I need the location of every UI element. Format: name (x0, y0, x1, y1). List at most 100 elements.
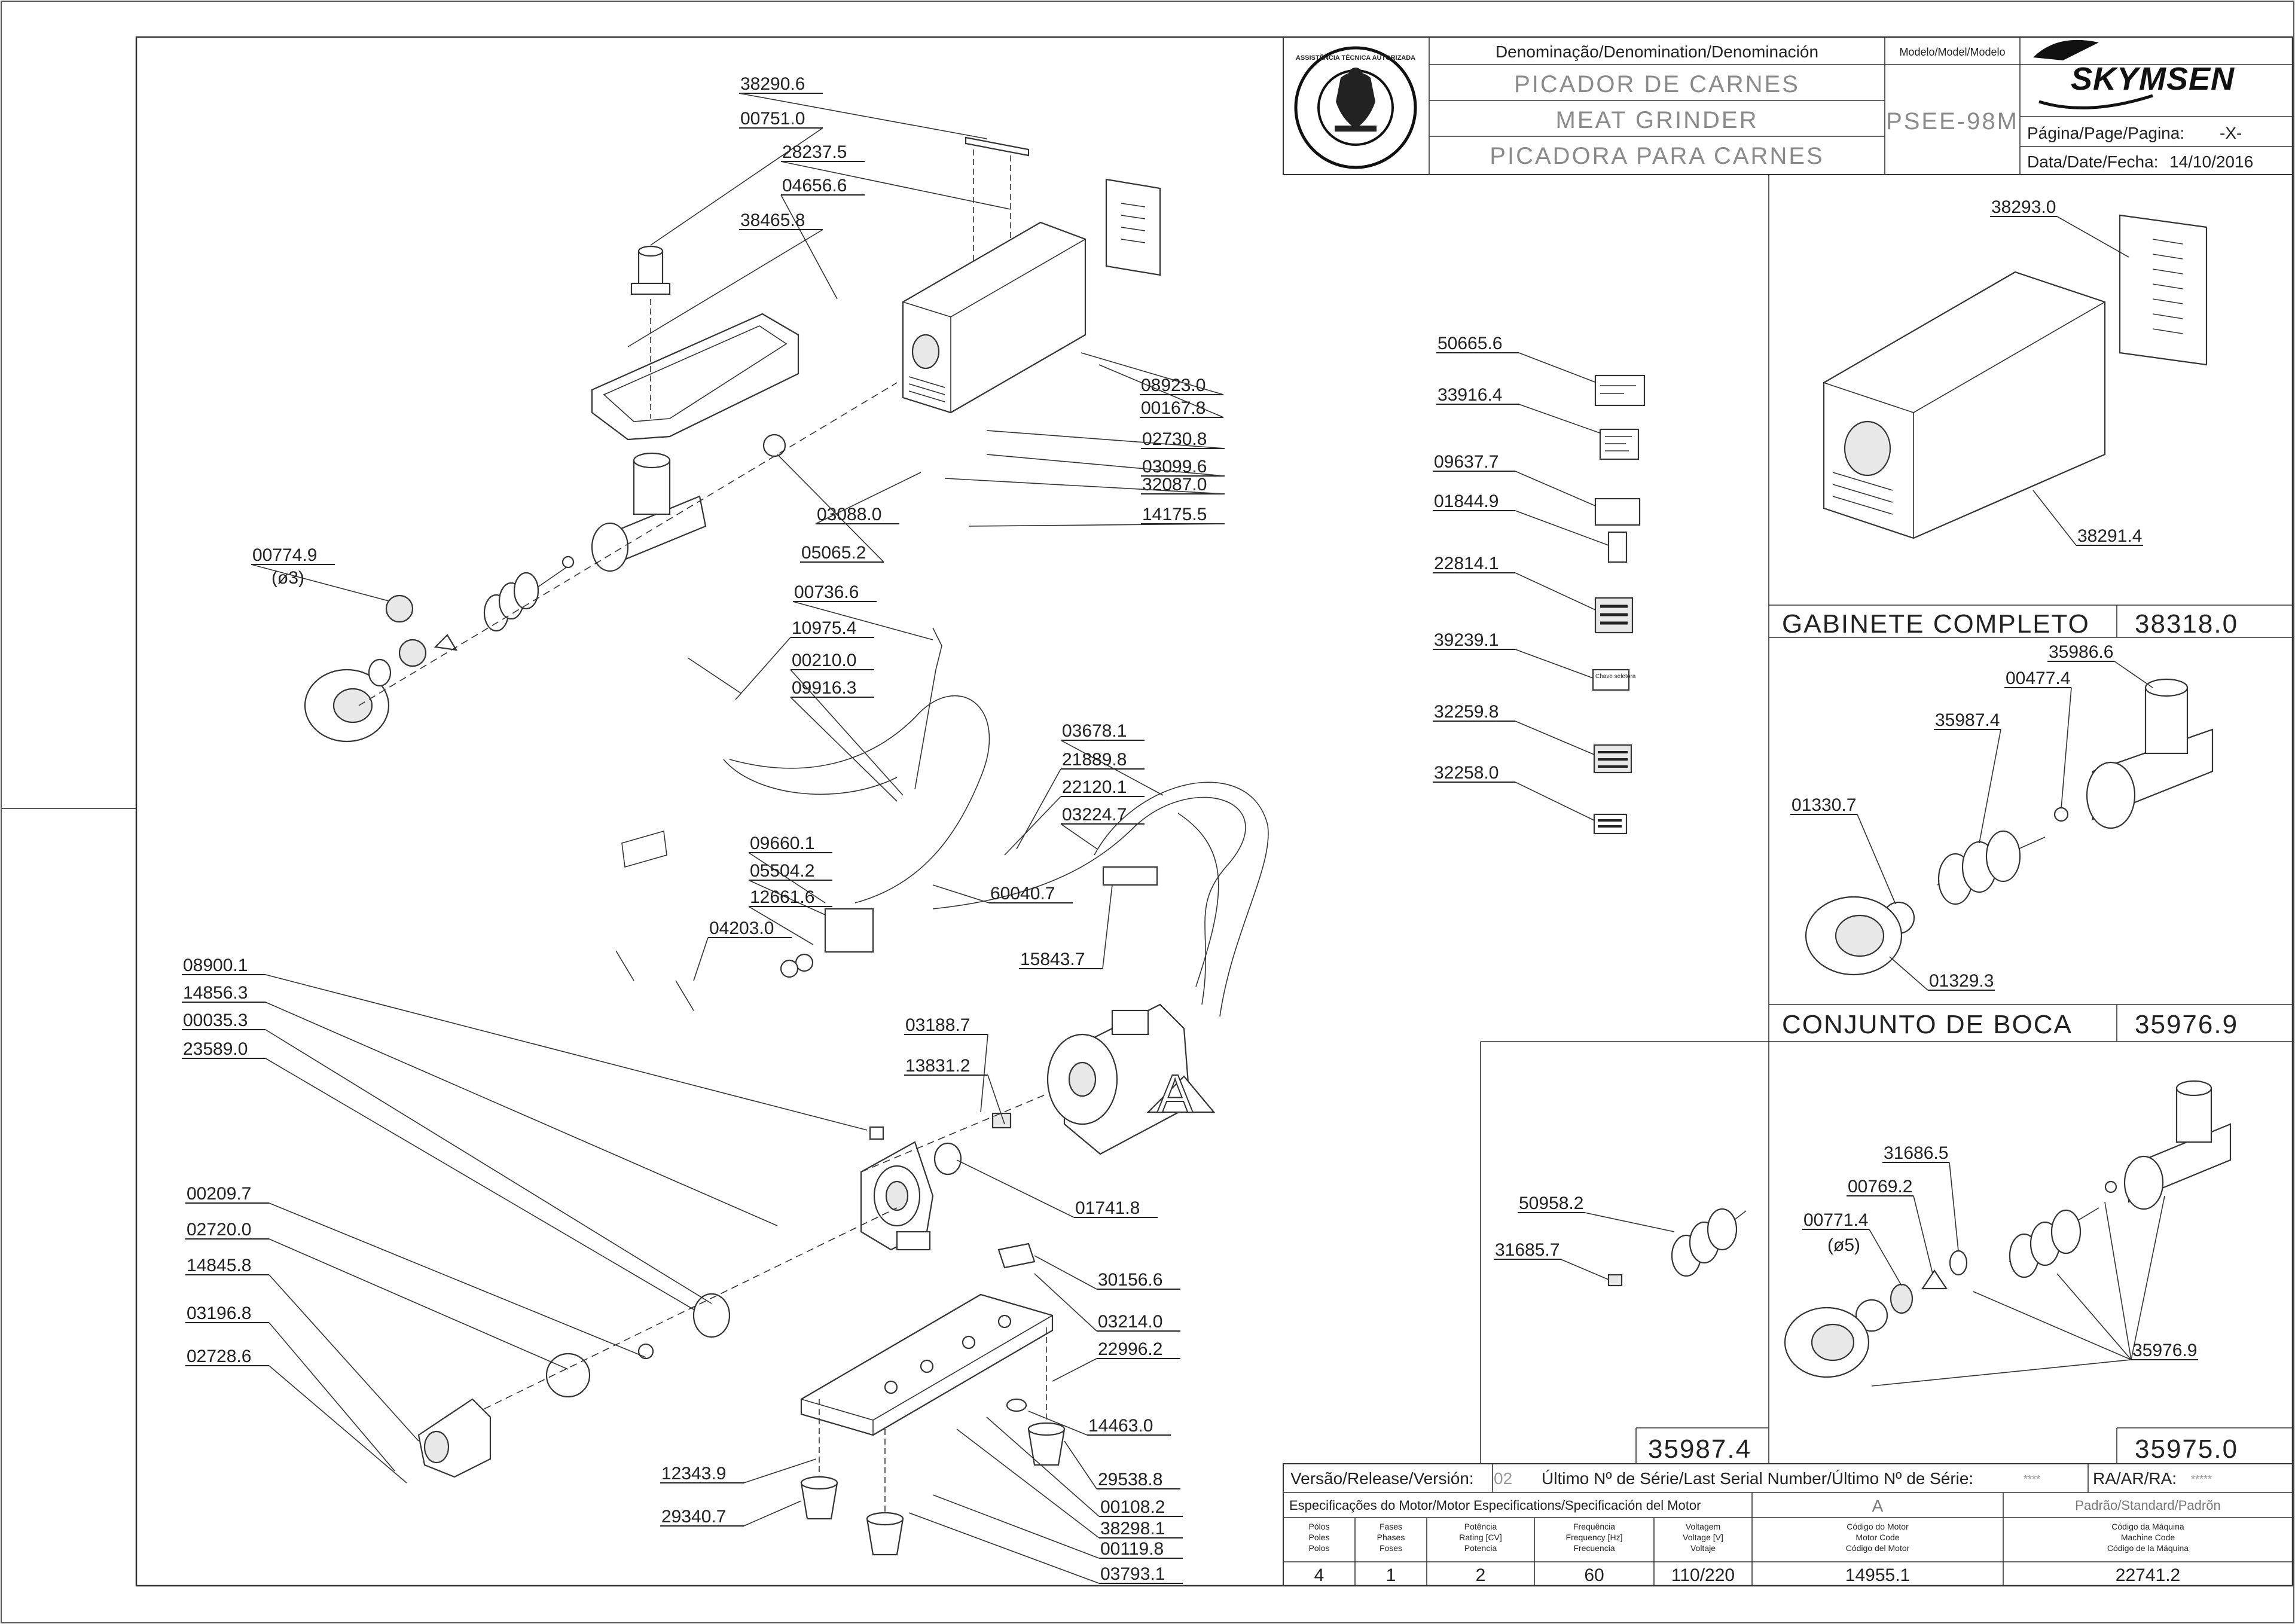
sticker-text: Chave seletora (1595, 673, 1636, 680)
leader-line (815, 472, 921, 524)
motor-spec-label: Especificações do Motor/Motor Especifica… (1289, 1498, 1701, 1513)
leader-line (627, 229, 823, 347)
leader-line (1004, 796, 1061, 856)
header-cell: Pólos (1308, 1522, 1329, 1531)
sticker-icon (1594, 497, 1641, 526)
header-phases: Fases Phases Foses (1377, 1522, 1405, 1553)
part-label: 03224.7 (1062, 805, 1127, 825)
value-machine-code: 22741.2 (2116, 1565, 2180, 1585)
cabinet-drawing (1823, 214, 2208, 539)
leader-line (650, 127, 823, 246)
part-label: 31686.5 (1884, 1143, 1948, 1163)
part-label: 38293.0 (1991, 197, 2056, 217)
part-label: 29538.8 (1098, 1470, 1162, 1489)
part-label: 14845.8 (187, 1256, 251, 1275)
value-phases: 1 (1386, 1565, 1396, 1585)
technical-assistance-seal: ASSISTÊNCIA TÉCNICA AUTORIZADA (1294, 46, 1417, 169)
part-label: 05504.2 (750, 861, 814, 881)
leader-line (743, 1458, 817, 1483)
mouth-title: CONJUNTO DE BOCA (1782, 1010, 2073, 1039)
part-label: (ø3) (271, 568, 304, 588)
part-label: 12661.6 (750, 887, 814, 907)
part-label: 22120.1 (1062, 777, 1127, 797)
leader-line (986, 1417, 1100, 1517)
leader-line (265, 1029, 712, 1304)
screw-panel: 50958.2 31685.7 35987.4 (1494, 1193, 1750, 1464)
screw-drawing (1607, 1208, 1747, 1287)
serial-value: **** (2024, 1473, 2040, 1485)
part-label: 04656.6 (782, 176, 847, 196)
footer-table: Versão/Release/Versión: 02 Último Nº de … (1283, 1463, 2293, 1586)
leader-line (265, 1002, 778, 1226)
part-label: 03088.0 (817, 505, 881, 524)
part-label: 09660.1 (750, 834, 814, 853)
gearbox (860, 1112, 1012, 1251)
drawing-frame (135, 36, 2294, 1587)
top-plate (965, 136, 1030, 157)
full-mouth-code: 35975.0 (2135, 1434, 2238, 1464)
serial-label: Último Nº de Série/Last Serial Number/Úl… (1542, 1469, 1973, 1488)
header-frequency: Frequência Frequency [Hz] Frecuencia (1566, 1522, 1623, 1553)
leader-line (735, 637, 791, 700)
part-label: 35987.4 (1935, 710, 2000, 730)
cabinet-panel: 38293.0 38291.4 GABINETE COMPLETO 38318.… (1782, 197, 2238, 639)
leader-line (743, 1500, 802, 1527)
part-label: 35986.6 (2049, 642, 2113, 662)
cabinet-code: 38318.0 (2135, 609, 2238, 639)
date-label: Data/Date/Fecha: (2027, 152, 2158, 171)
sticker-icon (1592, 668, 1630, 691)
header-cell: Código de la Máquina (2107, 1543, 2189, 1553)
model-value: PSEE-98M (1886, 108, 2019, 135)
part-label: 38290.6 (740, 74, 805, 94)
motor-col-label: A (1872, 1497, 1884, 1515)
title-block: ASSISTÊNCIA TÉCNICA AUTORIZADA Denominaç… (1283, 36, 2293, 175)
part-label: 23589.0 (183, 1039, 248, 1059)
part-label: 29340.7 (661, 1507, 726, 1527)
header-machine-code: Código da Máquina Machine Code Código de… (2107, 1522, 2189, 1553)
detail-panels-grid (1283, 175, 2293, 1464)
header-cell: Foses (1380, 1543, 1402, 1553)
leader-line (748, 906, 814, 945)
leader-line (268, 1365, 407, 1483)
header-cell: Voltage [V] (1683, 1533, 1723, 1542)
part-label: 30156.6 (1098, 1270, 1162, 1290)
part-label: 14175.5 (1142, 505, 1207, 524)
leader-line (1034, 1273, 1097, 1332)
mouth-drawing (1805, 678, 2214, 976)
sticker-label: 09637.7 (1434, 452, 1499, 472)
part-label: 38465.8 (740, 210, 805, 230)
sticker-icon (1594, 374, 1646, 407)
leader-line (986, 430, 1225, 449)
part-label: 13831.2 (905, 1056, 970, 1076)
leader-line (268, 1202, 646, 1358)
leader-line (944, 478, 1225, 494)
ra-label: RA/AR/RA: (2093, 1469, 2177, 1488)
leader-line (790, 669, 904, 796)
part-label: 02720.0 (187, 1220, 251, 1240)
part-label: 08923.0 (1141, 376, 1206, 395)
value-power: 2 (1476, 1565, 1486, 1585)
gear (692, 1293, 731, 1338)
leader-line (1102, 884, 1113, 969)
header-cell: Código del Motor (1846, 1543, 1910, 1553)
value-frequency: 60 (1584, 1565, 1604, 1585)
leader-line (1052, 1358, 1097, 1382)
motor-view-label: A (1157, 1064, 1193, 1124)
header-power: Potência Rating [CV] Potencia (1459, 1522, 1502, 1553)
sticker-icon (1599, 428, 1640, 460)
part-label: 03678.1 (1062, 721, 1127, 741)
name-es: PICADORA PARA CARNES (1490, 143, 1824, 169)
leader-line (956, 1428, 1100, 1538)
sticker-label: 33916.4 (1438, 385, 1502, 405)
header-cell: Frecuencia (1573, 1543, 1615, 1553)
base-plate (800, 1243, 1054, 1436)
header-cell: Código do Motor (1847, 1522, 1909, 1531)
sticker-label: 39239.1 (1434, 630, 1499, 650)
main-exploded-view: A (304, 136, 1269, 1556)
leader-line (1081, 352, 1224, 395)
part-label: 01330.7 (1792, 795, 1856, 815)
leader-line (693, 937, 709, 981)
part-label: 10975.4 (792, 618, 856, 638)
